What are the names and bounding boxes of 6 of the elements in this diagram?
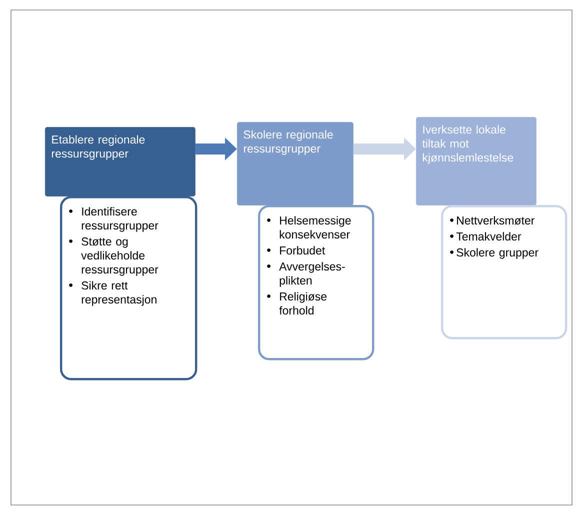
step-box: Etablere regionale ressursgrupper xyxy=(45,127,196,196)
bullet-list-box: Helsemessige konsekvenser Forbudet Avvergelses-plikten Religiøse forhold xyxy=(258,205,374,360)
step-box: Skolere regionale ressursgrupper xyxy=(237,122,354,206)
step-box: Iverksette lokale tiltak mot kjønnslemlestelse xyxy=(416,117,536,206)
bullet-list-box: Nettverksmøter Temakvelder Skolere grupper xyxy=(441,205,568,340)
bullet-list-box: Identifisere ressursgrupper Støtte og vedlikeholde ressursgrupper Sikre rett representasjon xyxy=(60,196,198,380)
